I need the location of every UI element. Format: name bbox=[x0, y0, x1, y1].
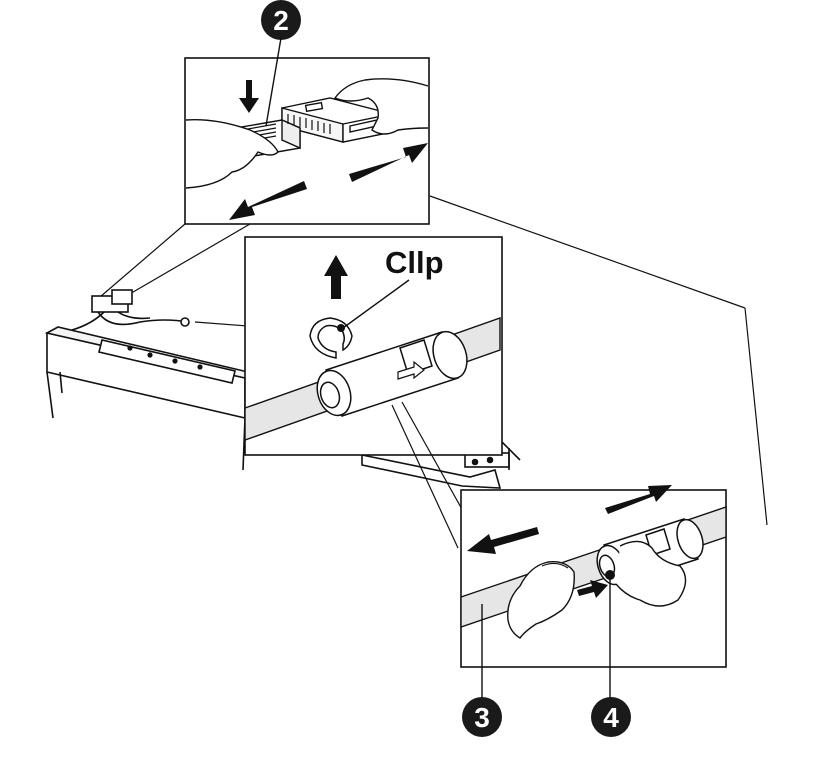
step-badge-2: 2 bbox=[261, 0, 301, 40]
right-arrow-icon bbox=[605, 485, 672, 514]
panel-connector bbox=[184, 57, 430, 225]
panel-pull-apart bbox=[460, 485, 727, 698]
left-arrow-icon bbox=[467, 527, 539, 554]
left-arrow-icon bbox=[229, 181, 307, 220]
step-2-leader bbox=[265, 37, 282, 127]
step-badge-4: 4 bbox=[591, 697, 631, 737]
panel-clip: Cllp bbox=[244, 236, 503, 456]
up-arrow-icon bbox=[324, 255, 348, 299]
right-hand-icon bbox=[333, 78, 429, 135]
right-arrow-icon bbox=[349, 143, 428, 182]
right-hand-icon bbox=[615, 540, 687, 607]
left-hand-icon bbox=[507, 561, 575, 639]
step-number-4: 4 bbox=[603, 702, 619, 733]
panel-link-lines bbox=[391, 401, 469, 549]
step-badge-3: 3 bbox=[462, 697, 502, 737]
right-arrow-icon bbox=[577, 580, 608, 598]
down-arrow-icon bbox=[239, 80, 259, 113]
clip-label: Cllp bbox=[385, 245, 444, 280]
step-number-2: 2 bbox=[273, 5, 289, 36]
left-hand-icon bbox=[185, 119, 279, 189]
step-number-3: 3 bbox=[474, 702, 490, 733]
refrigerator-top bbox=[44, 289, 521, 489]
